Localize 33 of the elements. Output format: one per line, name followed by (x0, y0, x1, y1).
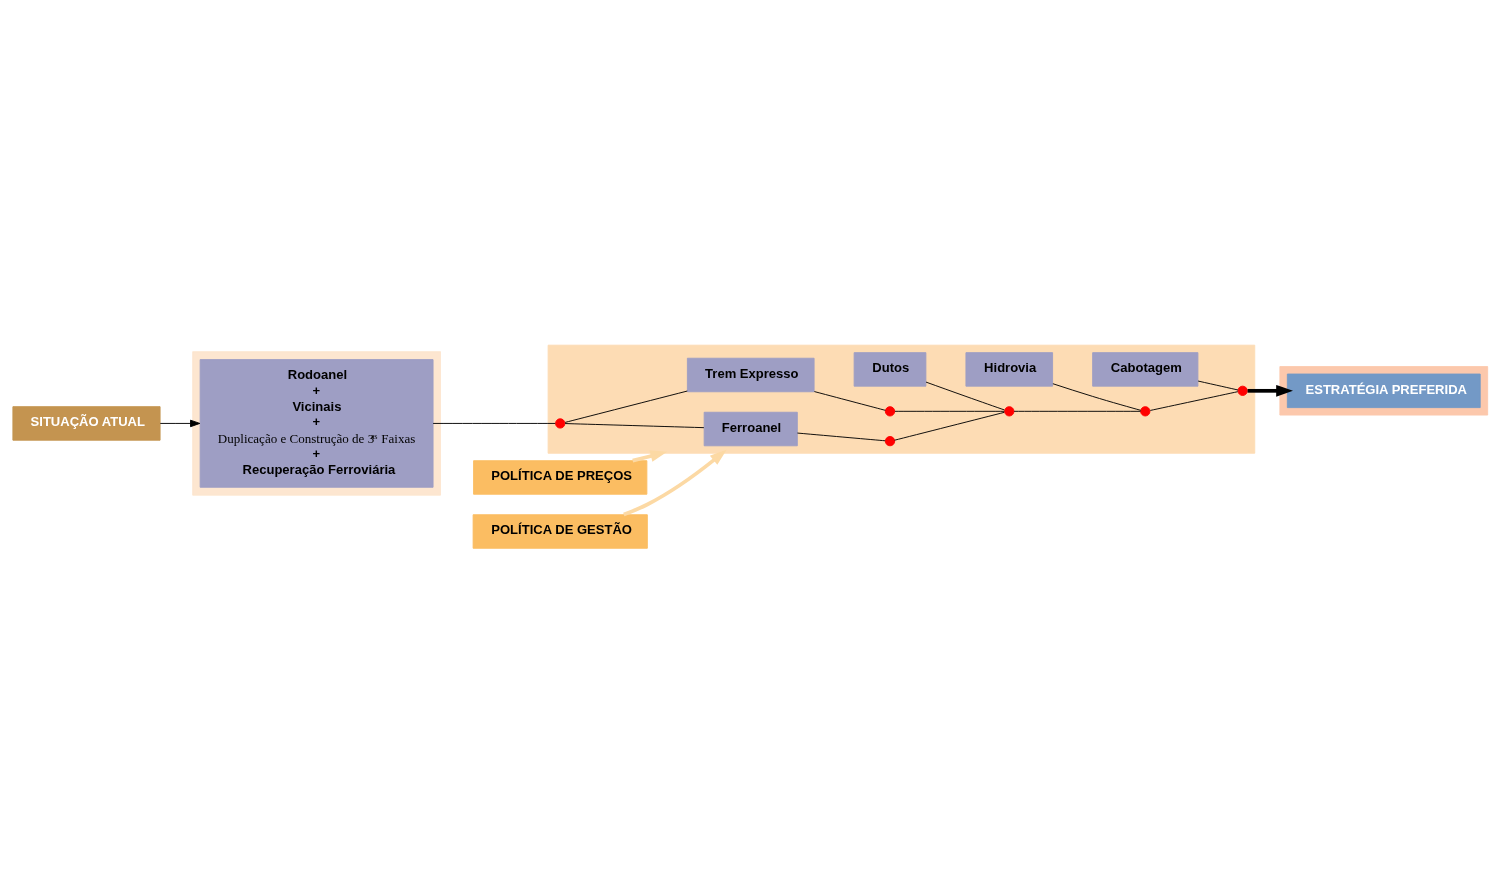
node-circle (884, 435, 896, 446)
connector (1013, 410, 1141, 412)
node-box: POLÍTICA DE PREÇOS (473, 459, 648, 495)
node-box: SITUAÇÃO ATUAL (12, 405, 161, 441)
node-box: ESTRATÉGIA PREFERIDA (1286, 373, 1481, 408)
node-circle (1237, 385, 1248, 396)
connector (564, 422, 705, 428)
connector (925, 381, 1005, 410)
connector (564, 390, 688, 423)
node-box: Dutos (853, 351, 927, 387)
arrow (623, 449, 727, 516)
node-box: Trem Expresso (686, 357, 815, 392)
connector (1052, 382, 1142, 411)
node-circle (884, 405, 896, 416)
connector (1197, 380, 1239, 390)
arrow (159, 419, 201, 427)
node-circle (555, 417, 566, 429)
connector (894, 410, 1005, 412)
node-box: Ferroanel (703, 411, 798, 446)
connector (796, 432, 886, 441)
node-box: Hidrovia (965, 351, 1054, 387)
arrow (632, 449, 668, 462)
node-circle (1004, 405, 1015, 416)
connector (432, 422, 556, 424)
node-circle (1140, 405, 1151, 416)
connector (813, 390, 886, 411)
cluster (547, 344, 1256, 454)
arrow (1247, 384, 1293, 397)
cluster (1279, 365, 1489, 415)
connector (894, 411, 1005, 441)
connector (1149, 390, 1239, 411)
node-box: Cabotagem (1092, 351, 1199, 387)
node-box: POLÍTICA DE GESTÃO (472, 513, 648, 549)
